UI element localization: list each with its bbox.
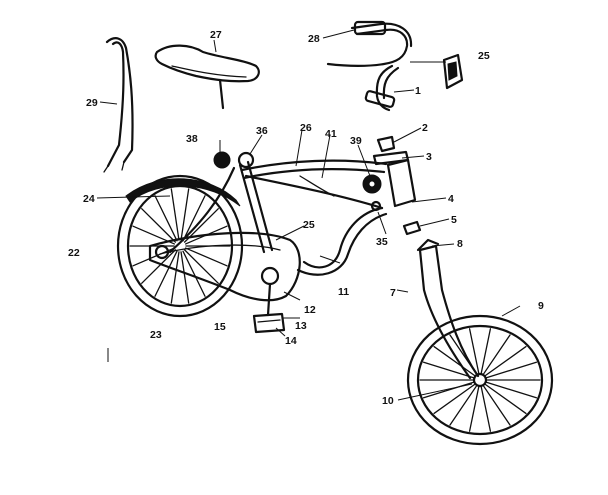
reflector-bracket — [410, 53, 464, 90]
spoke — [180, 251, 190, 304]
spoke — [484, 361, 538, 379]
spoke — [433, 345, 477, 377]
callout-9: 9 — [538, 300, 544, 312]
callout-10: 10 — [382, 395, 394, 407]
spoke — [132, 247, 176, 267]
crank-assembly — [252, 266, 286, 334]
callout-29: 29 — [86, 97, 98, 109]
spoke — [422, 361, 476, 379]
callout-24: 24 — [83, 193, 95, 205]
callout-15: 15 — [214, 321, 226, 333]
callout-14: 14 — [285, 335, 297, 347]
callout-36: 36 — [256, 125, 268, 137]
spoke — [184, 225, 228, 245]
callout-27: 27 — [210, 29, 222, 41]
sissy-bar — [103, 37, 134, 173]
spoke — [433, 383, 477, 415]
callout-35: 35 — [376, 236, 388, 248]
callout-28: 28 — [308, 33, 320, 45]
spoke — [182, 195, 206, 242]
callout-1: 1 — [415, 85, 421, 97]
callout-7: 7 — [390, 287, 396, 299]
leader-lines — [96, 29, 521, 401]
spoke — [184, 247, 228, 267]
spoke — [182, 250, 206, 297]
spoke — [180, 188, 190, 241]
wheel-spokes — [129, 188, 541, 432]
spoke — [154, 195, 178, 242]
spoke — [449, 334, 478, 376]
handlebar-grip — [353, 20, 387, 36]
banana-seat — [154, 44, 260, 110]
callout-8: 8 — [457, 238, 463, 250]
callout-12: 12 — [304, 304, 316, 316]
callout-25-chainguard: 25 — [303, 219, 315, 231]
spoke — [484, 381, 538, 399]
spoke — [183, 249, 219, 284]
spoke — [449, 384, 478, 426]
spoke — [170, 188, 180, 241]
callout-41: 41 — [325, 128, 337, 140]
spoke — [483, 345, 527, 377]
spoke — [154, 250, 178, 297]
callout-5: 5 — [451, 214, 457, 226]
spoke — [480, 328, 492, 375]
spoke — [468, 385, 480, 432]
callout-4: 4 — [448, 193, 454, 205]
callout-23: 23 — [150, 329, 162, 341]
callout-2: 2 — [422, 122, 428, 134]
spoke — [170, 251, 180, 304]
spoke — [141, 208, 177, 243]
spoke — [483, 383, 527, 415]
callout-labels: 29 27 28 25 1 2 3 4 5 8 7 9 10 11 12 13 … — [68, 29, 544, 407]
callout-22: 22 — [68, 247, 80, 259]
spoke — [132, 225, 176, 245]
callout-26: 26 — [300, 122, 312, 134]
callout-25-handlebar: 25 — [478, 50, 490, 62]
stem-parts — [372, 135, 422, 236]
callout-3: 3 — [426, 151, 432, 163]
handlebar — [326, 20, 413, 112]
seat-clamp-hardware — [213, 151, 382, 194]
spoke — [480, 385, 492, 432]
spoke — [468, 328, 480, 375]
spoke — [141, 249, 177, 284]
callout-13: 13 — [295, 320, 307, 332]
spoke — [183, 208, 219, 243]
spoke — [482, 334, 511, 376]
callout-11: 11 — [338, 286, 349, 298]
callout-38: 38 — [186, 133, 198, 145]
callout-39: 39 — [350, 135, 362, 147]
bicycle-frame — [168, 159, 388, 276]
spoke — [482, 384, 511, 426]
handlebar-grip-lower — [364, 90, 396, 108]
spoke — [422, 381, 476, 399]
